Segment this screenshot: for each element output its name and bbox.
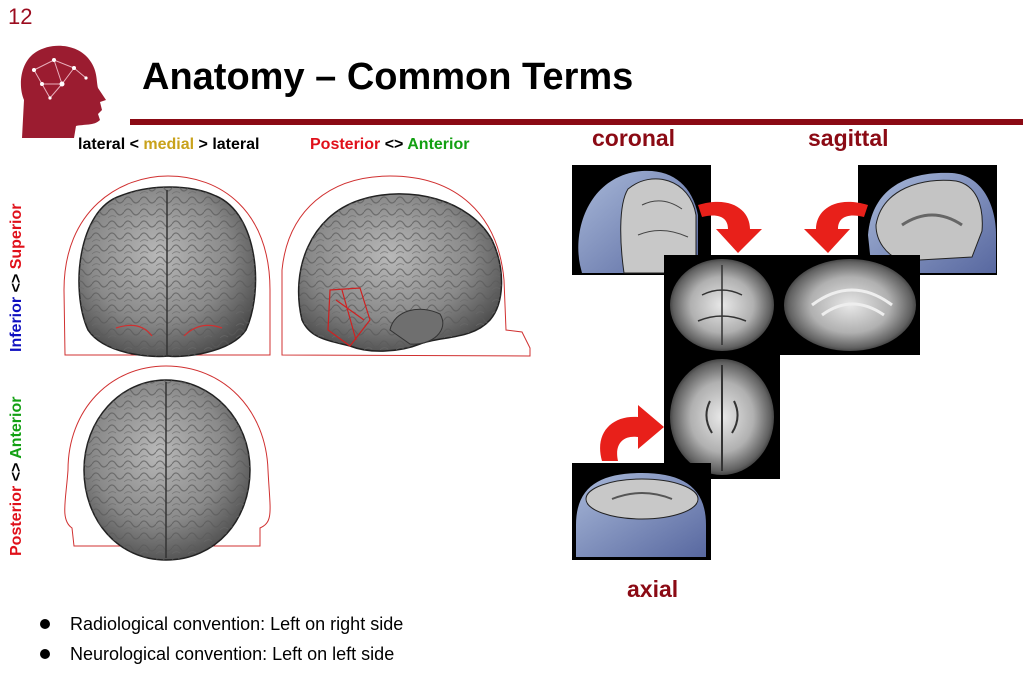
vertical-anterior-text: Anterior [8, 397, 25, 459]
posterior-text: Posterior [310, 136, 380, 153]
bullet-item: Neurological convention: Left on left si… [40, 642, 403, 672]
sagittal-label: sagittal [808, 125, 889, 152]
inferior-text: Inferior [8, 297, 25, 352]
head-logo-icon [14, 40, 114, 140]
title-divider [130, 119, 1023, 125]
axial-label: axial [627, 576, 678, 603]
axial-3d-thumbnail [572, 463, 711, 560]
coronal-slice-image [664, 255, 780, 355]
axial-slice-image [664, 355, 780, 479]
bullet-item: Radiological convention: Left on right s… [40, 612, 403, 642]
brain-top-view [65, 366, 270, 560]
medial-text: medial [143, 136, 194, 153]
arrows-text: <> [385, 136, 404, 153]
anterior-text: Anterior [407, 136, 469, 153]
posterior-anterior-label: Posterior <> Anterior [310, 136, 469, 154]
greater-than-text: > [199, 136, 208, 153]
lateral-left-text: lateral [78, 136, 125, 153]
bullet-dot-icon [40, 619, 50, 629]
vertical-posterior-text: Posterior [8, 486, 25, 556]
mri-slices-panel [572, 165, 1000, 560]
sagittal-slice-image [780, 255, 920, 355]
coronal-label: coronal [592, 125, 675, 152]
slide-number: 12 [8, 4, 32, 30]
inferior-superior-vertical-label: Inferior <> Superior [8, 203, 26, 352]
bullet-text: Radiological convention: Left on right s… [70, 614, 403, 634]
superior-text: Superior [8, 203, 25, 269]
vertical-arrows-text-2: <> [8, 463, 25, 482]
posterior-anterior-vertical-label: Posterior <> Anterior [8, 397, 26, 556]
vertical-arrows-text: <> [8, 274, 25, 293]
lateral-right-text: lateral [212, 136, 259, 153]
brain-front-view [64, 176, 270, 356]
less-than-text: < [130, 136, 139, 153]
bullet-list: Radiological convention: Left on right s… [40, 612, 403, 672]
bullet-text: Neurological convention: Left on left si… [70, 644, 394, 664]
bullet-dot-icon [40, 649, 50, 659]
brain-side-view [282, 176, 530, 356]
brain-renderings [60, 170, 540, 570]
slide-title: Anatomy – Common Terms [142, 56, 633, 99]
lateral-medial-label: lateral < medial > lateral [78, 136, 259, 154]
